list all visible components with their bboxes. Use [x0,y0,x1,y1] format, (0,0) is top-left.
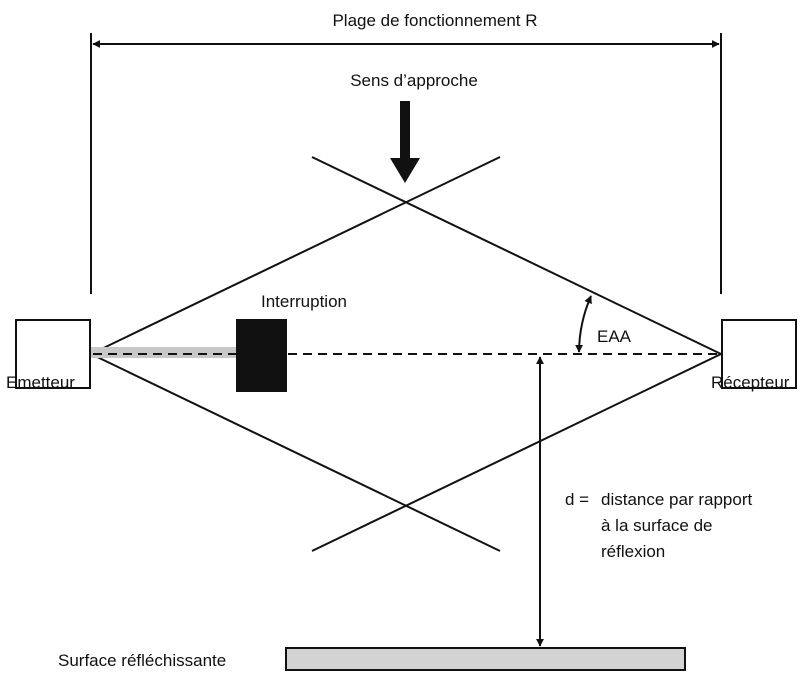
interruption-label: Interruption [261,292,347,311]
reflective-surface [285,647,686,671]
approach-arrow [390,101,420,183]
range-label: Plage de fonctionnement R [332,11,537,30]
receiver-box [721,319,797,389]
eaa-angle-arc [575,295,592,353]
interruption-obstacle [236,319,287,392]
eaa-label: EAA [597,327,632,346]
beam-lower-right-edge [311,353,722,552]
distance-label-line1: distance par rapport [601,490,752,509]
interrupted-beam-shadow [91,347,237,358]
emitter-label: Emetteur [6,373,75,392]
reflective-surface-label: Surface réfléchissante [58,651,226,670]
distance-label-line2: à la surface de [601,516,713,535]
emitter-box [15,319,91,389]
beam-upper-right-edge [311,156,722,355]
beam-lower-left-edge [90,353,501,552]
approach-label: Sens d’approche [350,71,478,90]
beam-upper-left-edge [90,156,501,355]
receiver-label: Récepteur [711,373,790,392]
distance-label-line3: réflexion [601,542,665,561]
distance-symbol: d = [565,490,589,509]
